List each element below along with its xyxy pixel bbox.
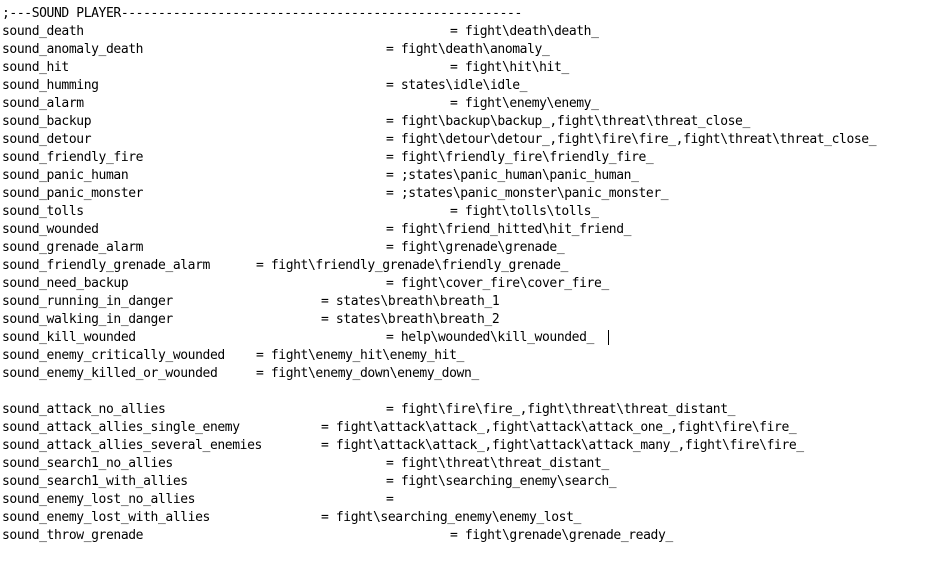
config-value: = fight\hit\hit_ xyxy=(450,60,569,75)
config-key: sound_tolls xyxy=(2,204,84,219)
config-key: sound_search1_no_allies xyxy=(2,456,173,471)
config-value: = states\idle\idle_ xyxy=(386,78,528,93)
config-key: sound_attack_allies_single_enemy xyxy=(2,420,240,435)
config-value: = states\breath\breath_2 xyxy=(321,312,500,327)
config-key: sound_wounded xyxy=(2,222,99,237)
config-key: sound_death xyxy=(2,24,84,39)
config-key: sound_kill_wounded xyxy=(2,330,136,345)
config-value: = fight\threat\threat_distant_ xyxy=(386,456,609,471)
config-value: = fight\grenade\grenade_ xyxy=(386,240,565,255)
config-key: sound_attack_allies_several_enemies xyxy=(2,438,262,453)
config-value: = fight\attack\attack_,fight\attack\atta… xyxy=(321,420,797,435)
config-value: = fight\fire\fire_,fight\threat\threat_d… xyxy=(386,402,736,417)
config-value: = fight\friendly_fire\friendly_fire_ xyxy=(386,150,654,165)
config-key: sound_detour xyxy=(2,132,92,147)
config-value: = fight\detour\detour_,fight\fire\fire_,… xyxy=(386,132,877,147)
config-value: = fight\enemy_down\enemy_down_ xyxy=(256,366,479,381)
config-key: sound_backup xyxy=(2,114,92,129)
config-value: = help\wounded\kill_wounded_ xyxy=(386,330,594,345)
config-key: sound_friendly_grenade_alarm xyxy=(2,258,210,273)
config-value: = ;states\panic_human\panic_human_ xyxy=(386,168,639,183)
config-value: = fight\grenade\grenade_ready_ xyxy=(450,528,673,543)
config-value: = fight\backup\backup_,fight\threat\thre… xyxy=(386,114,750,129)
text-caret xyxy=(608,330,609,345)
config-value: = states\breath\breath_1 xyxy=(321,294,500,309)
config-value: = fight\searching_enemy\search_ xyxy=(386,474,617,489)
config-value: = fight\enemy_hit\enemy_hit_ xyxy=(256,348,464,363)
config-value: = fight\enemy\enemy_ xyxy=(450,96,599,111)
config-key: sound_friendly_fire xyxy=(2,150,144,165)
config-key: sound_anomaly_death xyxy=(2,42,144,57)
config-value: = fight\friend_hitted\hit_friend_ xyxy=(386,222,632,237)
config-key: sound_walking_in_danger xyxy=(2,312,173,327)
config-key: sound_panic_human xyxy=(2,168,129,183)
config-key: sound_throw_grenade xyxy=(2,528,144,543)
config-key: sound_enemy_critically_wounded xyxy=(2,348,225,363)
config-value: = ;states\panic_monster\panic_monster_ xyxy=(386,186,669,201)
section-header: ;---SOUND PLAYER------------------------… xyxy=(2,6,522,21)
config-value: = fight\cover_fire\cover_fire_ xyxy=(386,276,609,291)
config-key: sound_humming xyxy=(2,78,99,93)
config-value: = xyxy=(386,492,394,507)
config-key: sound_need_backup xyxy=(2,276,129,291)
config-key: sound_enemy_lost_no_allies xyxy=(2,492,196,507)
config-key: sound_running_in_danger xyxy=(2,294,173,309)
config-value: = fight\searching_enemy\enemy_lost_ xyxy=(321,510,581,525)
config-key: sound_attack_no_allies xyxy=(2,402,166,417)
config-key: sound_alarm xyxy=(2,96,84,111)
config-key: sound_enemy_lost_with_allies xyxy=(2,510,210,525)
config-value: = fight\death\anomaly_ xyxy=(386,42,550,57)
config-value: = fight\tolls\tolls_ xyxy=(450,204,599,219)
config-key: sound_search1_with_allies xyxy=(2,474,188,489)
config-value: = fight\friendly_grenade\friendly_grenad… xyxy=(256,258,568,273)
config-value: = fight\attack\attack_,fight\attack\atta… xyxy=(321,438,804,453)
config-key: sound_grenade_alarm xyxy=(2,240,144,255)
config-key: sound_enemy_killed_or_wounded xyxy=(2,366,218,381)
config-key: sound_panic_monster xyxy=(2,186,144,201)
config-value: = fight\death\death_ xyxy=(450,24,599,39)
config-key: sound_hit xyxy=(2,60,69,75)
